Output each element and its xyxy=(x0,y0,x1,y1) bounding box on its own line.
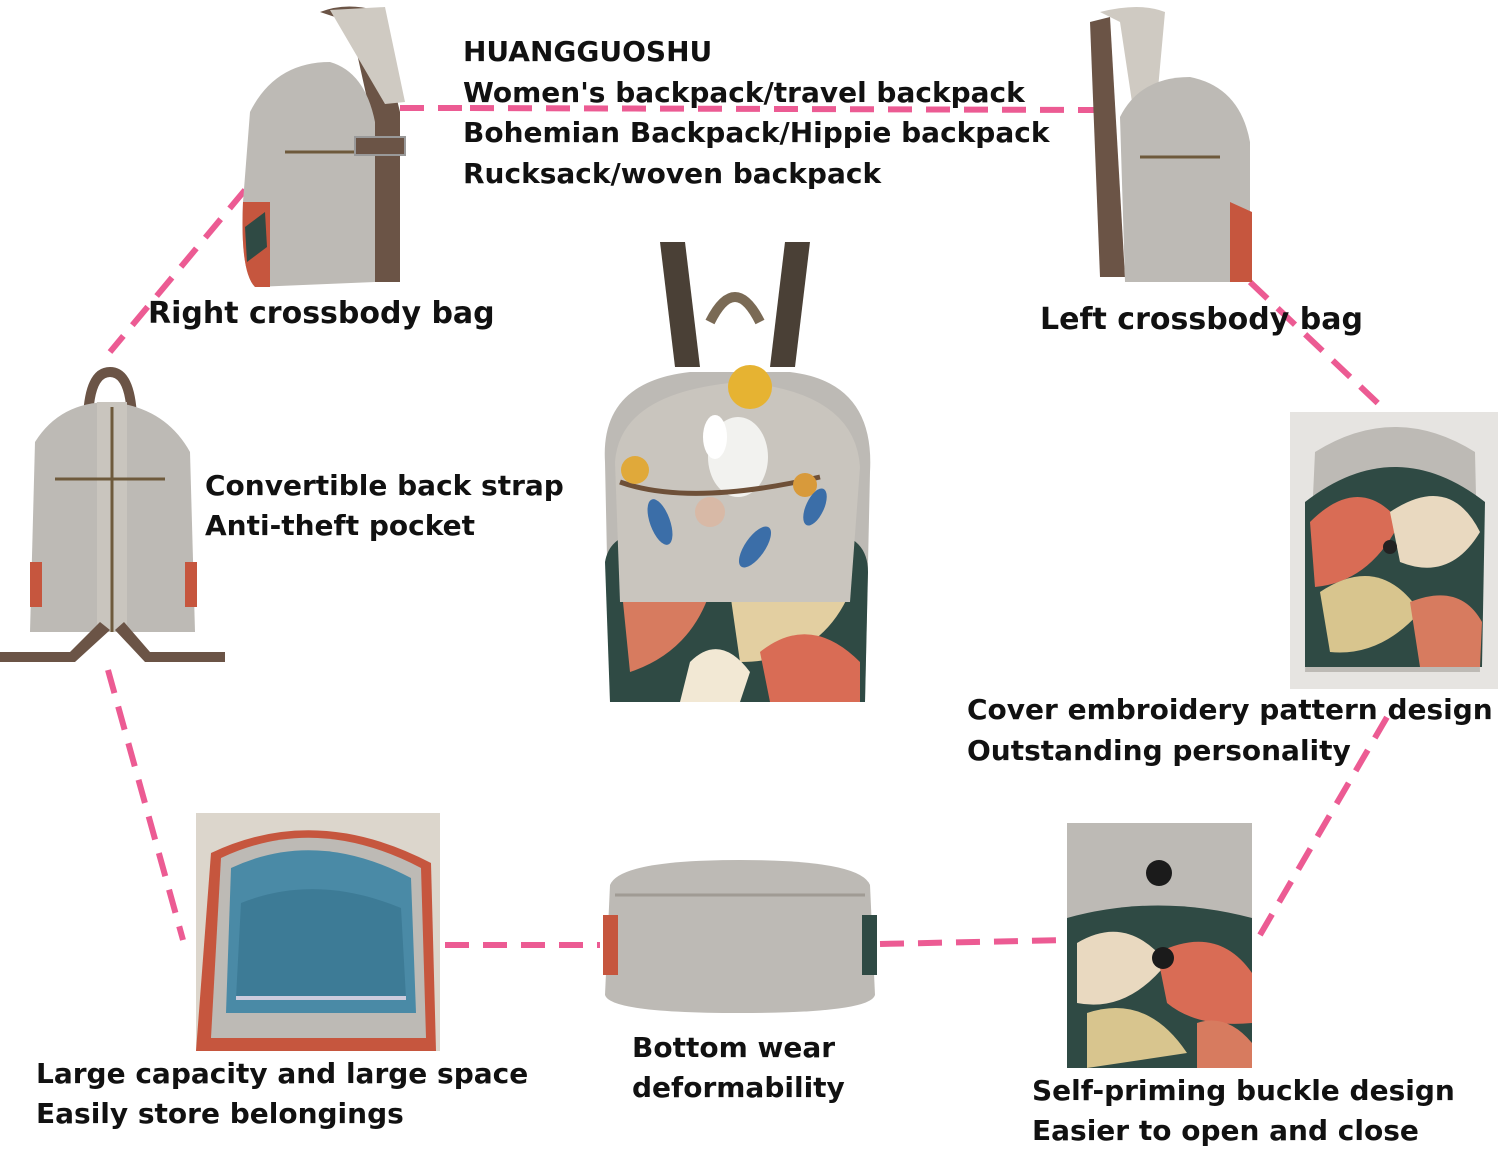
label-outstanding-personality: Outstanding personality xyxy=(967,734,1351,767)
label-easier-open-close: Easier to open and close xyxy=(1032,1114,1419,1147)
label-convertible-strap: Convertible back strap xyxy=(205,469,564,502)
left-crossbody-bag-image xyxy=(1090,7,1252,282)
bottom-wear-image xyxy=(603,860,877,1013)
product-line-2: Bohemian Backpack/Hippie backpack xyxy=(463,116,1050,149)
label-bottom-wear: Bottom wear xyxy=(632,1031,836,1064)
label-cover-embroidery: Cover embroidery pattern design xyxy=(967,693,1493,726)
connector-buckle-to-cover xyxy=(1257,710,1393,937)
product-line-1: Women's backpack/travel backpack xyxy=(463,76,1025,109)
main-backpack-image xyxy=(604,242,871,702)
cover-embroidery-image xyxy=(1290,412,1498,689)
convertible-strap-image xyxy=(0,366,225,662)
label-anti-theft-pocket: Anti-theft pocket xyxy=(205,509,475,542)
connector-left-bag-to-cover xyxy=(1247,279,1388,413)
label-right-crossbody: Right crossbody bag xyxy=(148,296,495,331)
connector-right-bag-to-convertible xyxy=(107,188,248,354)
right-crossbody-bag-image xyxy=(242,6,406,287)
label-easily-store: Easily store belongings xyxy=(36,1097,404,1130)
brand-title: HUANGGUOSHU xyxy=(463,35,713,68)
product-line-3: Rucksack/woven backpack xyxy=(463,157,882,190)
large-capacity-image xyxy=(196,813,440,1051)
label-self-priming-buckle: Self-priming buckle design xyxy=(1032,1074,1455,1107)
connector-bottom-to-buckle xyxy=(879,937,1069,947)
label-large-capacity: Large capacity and large space xyxy=(36,1057,529,1090)
connector-convertible-to-capacity xyxy=(105,669,186,941)
buckle-design-image xyxy=(1067,823,1252,1068)
connector-title-right xyxy=(469,105,1096,113)
label-left-crossbody: Left crossbody bag xyxy=(1040,302,1363,337)
label-deformability: deformability xyxy=(632,1071,845,1104)
